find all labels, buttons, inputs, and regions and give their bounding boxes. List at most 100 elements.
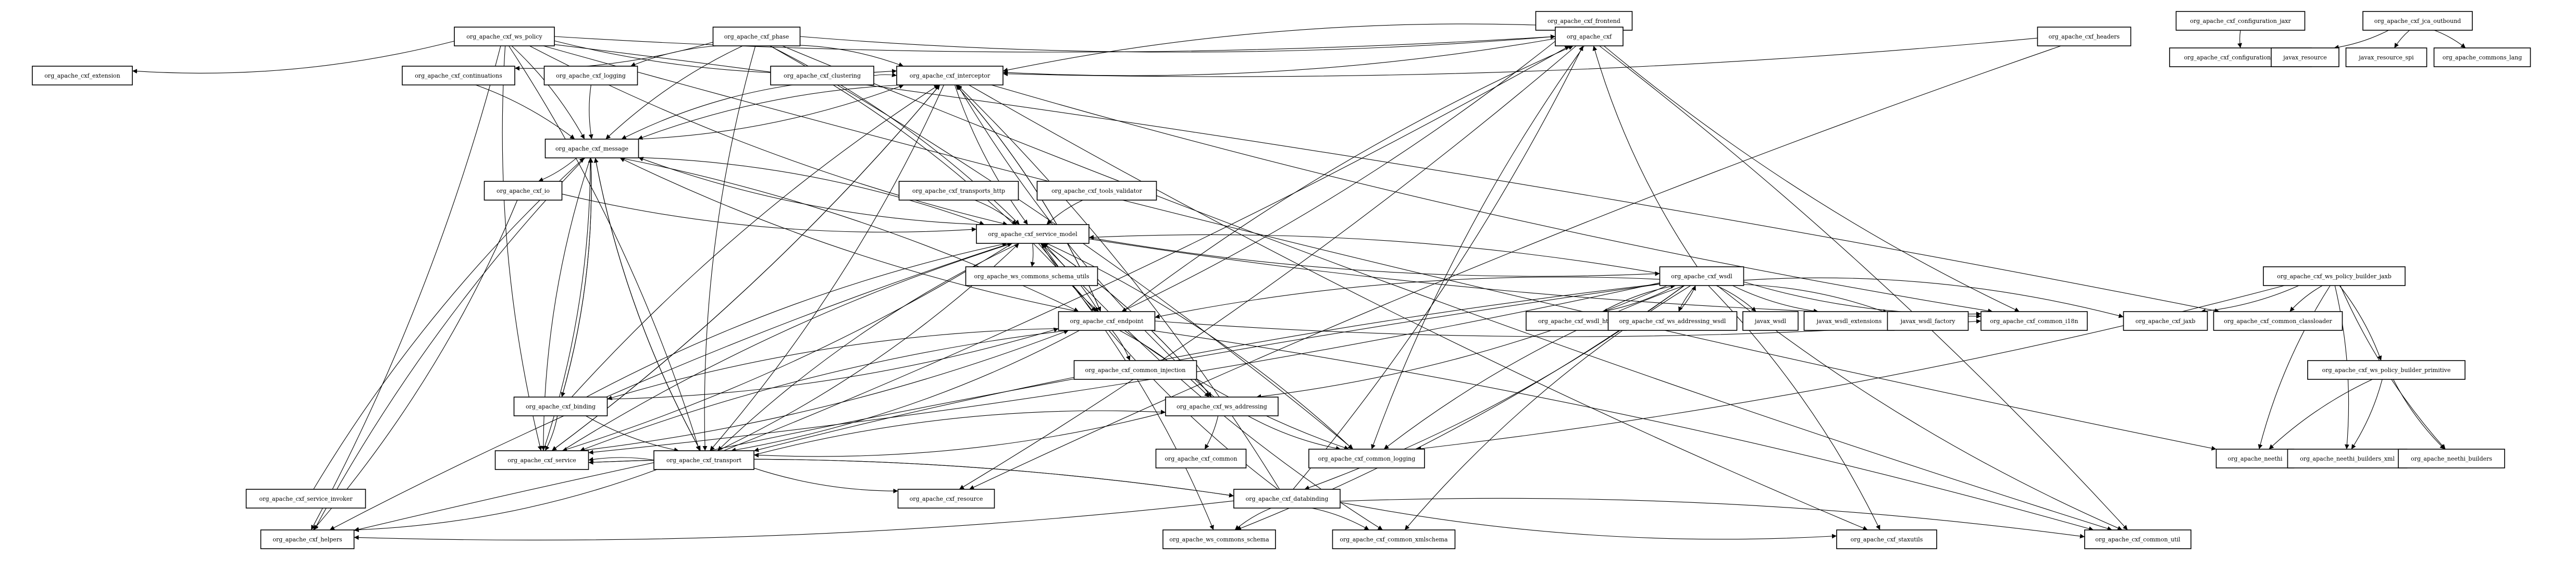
edge-cxf-service-model-to-cxf-wsdl xyxy=(1088,237,1660,277)
node-box xyxy=(2271,47,2339,67)
edge-cxf-jca-outbound-to-javax-resource xyxy=(2334,30,2389,50)
node-label: org_apache_cxf_common_injection xyxy=(1085,367,1186,374)
node-box xyxy=(245,489,366,509)
node-javax-resource: javax_resource xyxy=(2271,47,2339,67)
edge-cxf-io-to-cxf-service-model xyxy=(562,193,977,233)
node-label: org_apache_cxf_binding xyxy=(526,403,596,410)
node-cxf-common-xmlschema: org_apache_cxf_common_xmlschema xyxy=(1332,529,1456,549)
node-label: org_apache_cxf_common_util xyxy=(2095,536,2181,543)
edge-cxf-phase-to-cxf xyxy=(800,34,1556,53)
edge-cxf-databinding-to-cxf-interceptor xyxy=(957,84,1280,490)
edge-cxf-endpoint-to-cxf-message xyxy=(620,157,1079,312)
node-box xyxy=(2215,449,2295,468)
node-label: org_apache_cxf_phase xyxy=(724,33,789,40)
node-neethi-builders: org_apache_neethi_builders xyxy=(2398,449,2505,468)
edge-cxf-headers-to-cxf-resource xyxy=(969,45,2061,490)
node-box xyxy=(896,66,1004,85)
edge-cxf-service-to-cxf-interceptor xyxy=(551,84,940,451)
edge-cxf-ws-addressing-to-cxf-common xyxy=(1204,415,1219,450)
edge-cxf-interceptor-to-cxf-common-i18n xyxy=(991,84,1993,313)
edge-cxf-to-cxf-common-util xyxy=(1599,45,2128,530)
edge-cxf-ws-policy-builder-jaxb-to-cxf-common-classloader xyxy=(2289,285,2323,312)
edge-cxf-service-model-to-ws-commons-schema-utils xyxy=(1030,243,1035,267)
node-cxf: org_apache_cxf xyxy=(1555,27,1624,46)
edge-cxf-message-to-cxf-transport xyxy=(595,157,701,451)
edge-cxf-to-cxf-common-i18n xyxy=(1603,45,2020,312)
edge-cxf-interceptor-to-cxf-service-model xyxy=(954,84,1029,225)
node-box xyxy=(770,66,874,85)
node-box xyxy=(1308,449,1425,468)
edge-cxf-ws-addressing-to-cxf-common-logging xyxy=(1247,415,1341,451)
edge-cxf-ws-policy-builder-jaxb-to-neethi xyxy=(2258,285,2331,450)
edge-cxf-frontend-to-cxf-interceptor xyxy=(1002,23,1536,72)
node-label: org_apache_cxf_common_logging xyxy=(1318,455,1416,462)
node-cxf-tools-validator: org_apache_cxf_tools_validator xyxy=(1036,181,1157,201)
node-label: org_apache_cxf_wsdl xyxy=(1671,273,1732,280)
node-box xyxy=(2287,449,2408,468)
node-box xyxy=(513,397,608,416)
edge-cxf-continuations-to-cxf-message xyxy=(475,84,575,140)
node-label: org_apache_cxf_configuration_jaxr xyxy=(2190,18,2291,24)
node-cxf-transports-http: org_apache_cxf_transports_http xyxy=(898,181,1019,201)
node-box xyxy=(898,181,1019,201)
edge-cxf-wsdl-to-cxf-jaxb xyxy=(1743,277,2124,318)
edge-cxf-ws-addressing-to-cxf-interceptor xyxy=(957,84,1215,398)
edge-cxf-service-to-cxf-endpoint xyxy=(580,330,1069,451)
node-box xyxy=(1058,311,1156,331)
node-label: org_apache_cxf_configuration_security xyxy=(2184,54,2298,61)
node-box xyxy=(1036,181,1157,201)
edge-cxf-wsdl-to-cxf-helpers xyxy=(354,283,1660,532)
node-box xyxy=(402,66,515,85)
edge-cxf-binding-to-cxf-interceptor xyxy=(571,84,939,398)
node-cxf-ws-addressing-wsdl: org_apache_cxf_ws_addressing_wsdl xyxy=(1607,311,1738,331)
node-label: org_apache_cxf_jaxb xyxy=(2136,318,2196,325)
node-box xyxy=(1836,529,1937,549)
edge-cxf-endpoint-to-cxf xyxy=(1122,45,1574,312)
node-cxf-service-invoker: org_apache_cxf_service_invoker xyxy=(245,489,366,509)
edge-cxf-phase-to-cxf-transport xyxy=(702,45,756,451)
node-label: org_apache_cxf_service_invoker xyxy=(259,496,353,502)
edge-cxf-to-cxf-common-logging xyxy=(1371,45,1584,450)
node-box xyxy=(484,181,563,201)
node-label: org_apache_cxf_common_i18n xyxy=(1990,318,2078,325)
node-ws-commons-schema: org_apache_ws_commons_schema xyxy=(1162,529,1276,549)
node-label: org_apache_cxf_continuations xyxy=(415,72,502,79)
node-label: javax_wsdl xyxy=(1754,318,1787,325)
node-cxf-databinding: org_apache_cxf_databinding xyxy=(1233,489,1341,509)
node-cxf-service: org_apache_cxf_service xyxy=(494,450,589,470)
node-label: org_apache_cxf_clustering xyxy=(784,72,861,79)
node-box xyxy=(2345,47,2428,67)
node-label: javax_resource_spi xyxy=(2358,54,2414,61)
node-cxf-clustering: org_apache_cxf_clustering xyxy=(770,66,874,85)
edge-cxf-message-to-cxf-interceptor xyxy=(638,84,904,140)
dependency-edges xyxy=(132,23,2466,541)
edge-cxf-service-model-to-ws-commons-schema xyxy=(1038,243,1214,530)
node-box xyxy=(454,27,555,46)
node-label: org_apache_cxf_logging xyxy=(556,72,626,79)
edge-cxf-wsdl-to-cxf-common-i18n xyxy=(1743,281,1981,317)
edge-cxf-service-to-cxf-service-model xyxy=(562,242,1013,451)
node-cxf-service-model: org_apache_cxf_service_model xyxy=(976,224,1089,244)
edge-cxf-transport-to-cxf-resource xyxy=(753,467,898,493)
edge-cxf-transport-to-cxf-message xyxy=(593,157,701,451)
node-box xyxy=(32,66,133,85)
node-cxf-configuration-jaxr: org_apache_cxf_configuration_jaxr xyxy=(2175,11,2306,31)
edge-cxf-ws-policy-to-neethi xyxy=(543,45,2216,451)
node-label: org_apache_ws_commons_schema_utils xyxy=(974,273,1089,280)
node-label: org_apache_cxf_wsdl_http xyxy=(1538,318,1614,325)
node-label: org_apache_cxf_message xyxy=(555,145,628,152)
node-box xyxy=(1073,360,1197,380)
edge-cxf-to-cxf-resource xyxy=(959,45,1577,490)
node-label: org_apache_cxf_service xyxy=(507,457,576,464)
edge-cxf-ws-addressing-to-cxf-transport xyxy=(753,412,1166,458)
edge-cxf-ws-policy-to-cxf-transport xyxy=(509,45,701,451)
node-cxf-binding: org_apache_cxf_binding xyxy=(513,397,608,416)
node-box xyxy=(1332,529,1456,549)
edge-cxf-service-model-to-cxf-service xyxy=(562,243,1013,452)
node-cxf-phase: org_apache_cxf_phase xyxy=(712,27,801,46)
node-cxf-common-util: org_apache_cxf_common_util xyxy=(2084,529,2191,549)
edge-cxf-endpoint-to-cxf-binding xyxy=(607,328,1059,400)
node-commons-lang: org_apache_commons_lang xyxy=(2433,47,2531,67)
node-box xyxy=(494,450,589,470)
